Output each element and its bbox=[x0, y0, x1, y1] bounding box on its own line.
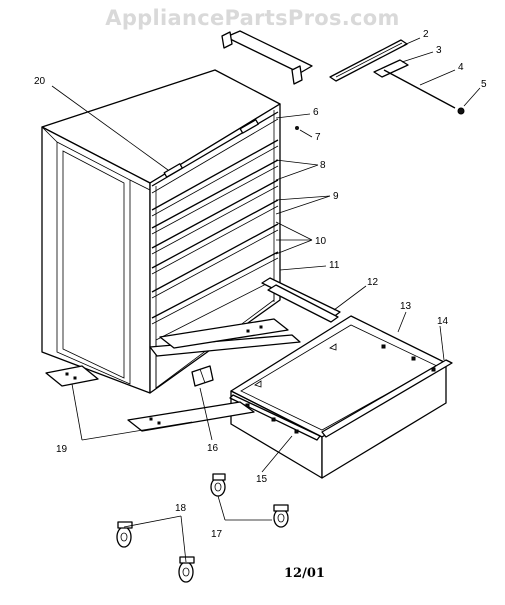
casters bbox=[116, 473, 289, 583]
callout-15: 15 bbox=[256, 474, 268, 485]
callout-2: 2 bbox=[423, 29, 429, 40]
callout-16: 16 bbox=[207, 443, 219, 454]
callout-17: 17 bbox=[211, 529, 223, 540]
callout-3: 3 bbox=[436, 45, 442, 56]
callout-13: 13 bbox=[400, 301, 412, 312]
callout-7: 7 bbox=[315, 132, 321, 143]
callout-14: 14 bbox=[437, 316, 449, 327]
top-parts bbox=[221, 30, 465, 130]
callout-10: 10 bbox=[315, 236, 327, 247]
callout-19: 19 bbox=[56, 444, 68, 455]
callout-20: 20 bbox=[34, 76, 46, 87]
callout-4: 4 bbox=[458, 62, 464, 73]
callout-8: 8 bbox=[320, 160, 326, 171]
callout-6: 6 bbox=[313, 107, 319, 118]
date-code: 12/01 bbox=[284, 566, 325, 581]
callout-5: 5 bbox=[481, 79, 487, 90]
callout-12: 12 bbox=[367, 277, 379, 288]
watermark: AppliancePartsPros.com bbox=[105, 6, 400, 30]
drawer-fronts bbox=[151, 139, 279, 325]
callout-9: 9 bbox=[333, 191, 339, 202]
callout-11: 11 bbox=[329, 260, 340, 271]
cabinet bbox=[41, 69, 281, 394]
callout-labels: 2 3 4 5 6 7 8 9 10 11 12 13 14 15 16 17 … bbox=[34, 29, 487, 540]
leader-lines bbox=[51, 37, 481, 563]
drawer-assembly bbox=[149, 277, 453, 479]
callout-18: 18 bbox=[175, 503, 187, 514]
floor-rails bbox=[45, 318, 289, 432]
